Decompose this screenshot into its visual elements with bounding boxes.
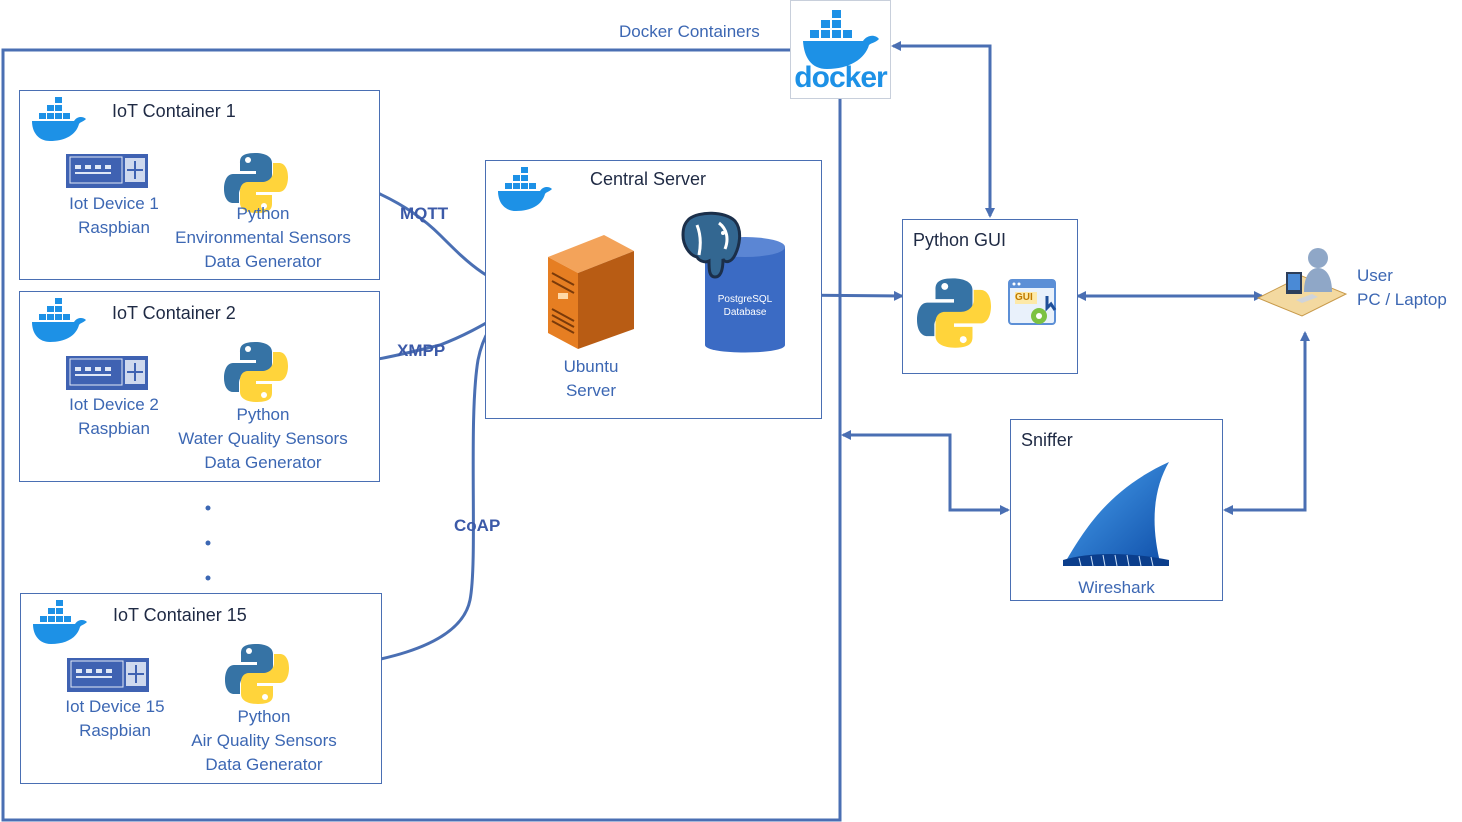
python-logo-icon	[225, 644, 289, 704]
python-logo-icon	[224, 342, 288, 402]
protocol-mqtt: MQTT	[400, 204, 449, 223]
gui-icon-text: GUI	[1015, 292, 1033, 303]
sniffer-box: Sniffer Wireshark	[1010, 419, 1223, 601]
docker-whale-icon	[32, 298, 86, 342]
container-title: IoT Container 1	[112, 101, 236, 121]
docker-whale-icon	[32, 97, 86, 141]
wireshark-label: Wireshark	[1078, 578, 1155, 597]
docker-logo-box: docker	[790, 0, 891, 99]
ellipsis-dot	[205, 505, 211, 511]
python-gui-title: Python GUI	[913, 230, 1007, 250]
user-at-pc-icon	[1256, 248, 1348, 317]
wireshark-fin-icon	[1063, 462, 1169, 567]
arrow-docker-gui	[891, 41, 995, 218]
container-title: IoT Container 15	[113, 605, 247, 625]
arrow-docker-sniffer	[841, 430, 1010, 515]
protocol-coap: CoAP	[454, 516, 501, 535]
central-server-title: Central Server	[590, 169, 707, 189]
docker-whale-icon	[33, 600, 87, 644]
arrow-sniffer-user	[1223, 331, 1310, 515]
docker-whale-icon	[498, 167, 552, 211]
docker-logo-text: docker	[794, 61, 887, 94]
container-title: IoT Container 2	[112, 303, 236, 323]
network-device-icon	[66, 154, 148, 188]
python-logo-icon	[917, 278, 991, 348]
ellipsis-dot	[205, 540, 211, 546]
sniffer-title: Sniffer	[1021, 430, 1073, 450]
network-device-icon	[66, 356, 148, 390]
server-tower-icon	[548, 235, 634, 349]
docker-containers-label: Docker Containers	[619, 22, 760, 41]
network-device-icon	[67, 658, 149, 692]
docker-boundary	[1, 48, 842, 822]
ellipsis-dot	[205, 575, 211, 581]
python-logo-icon	[224, 153, 288, 213]
protocol-xmpp: XMPP	[397, 341, 446, 360]
docker-whale-icon	[803, 10, 879, 69]
python-gui-box: Python GUI GUI	[902, 219, 1078, 374]
postgresql-elephant-icon	[681, 211, 742, 279]
gui-settings-icon	[1008, 279, 1057, 325]
